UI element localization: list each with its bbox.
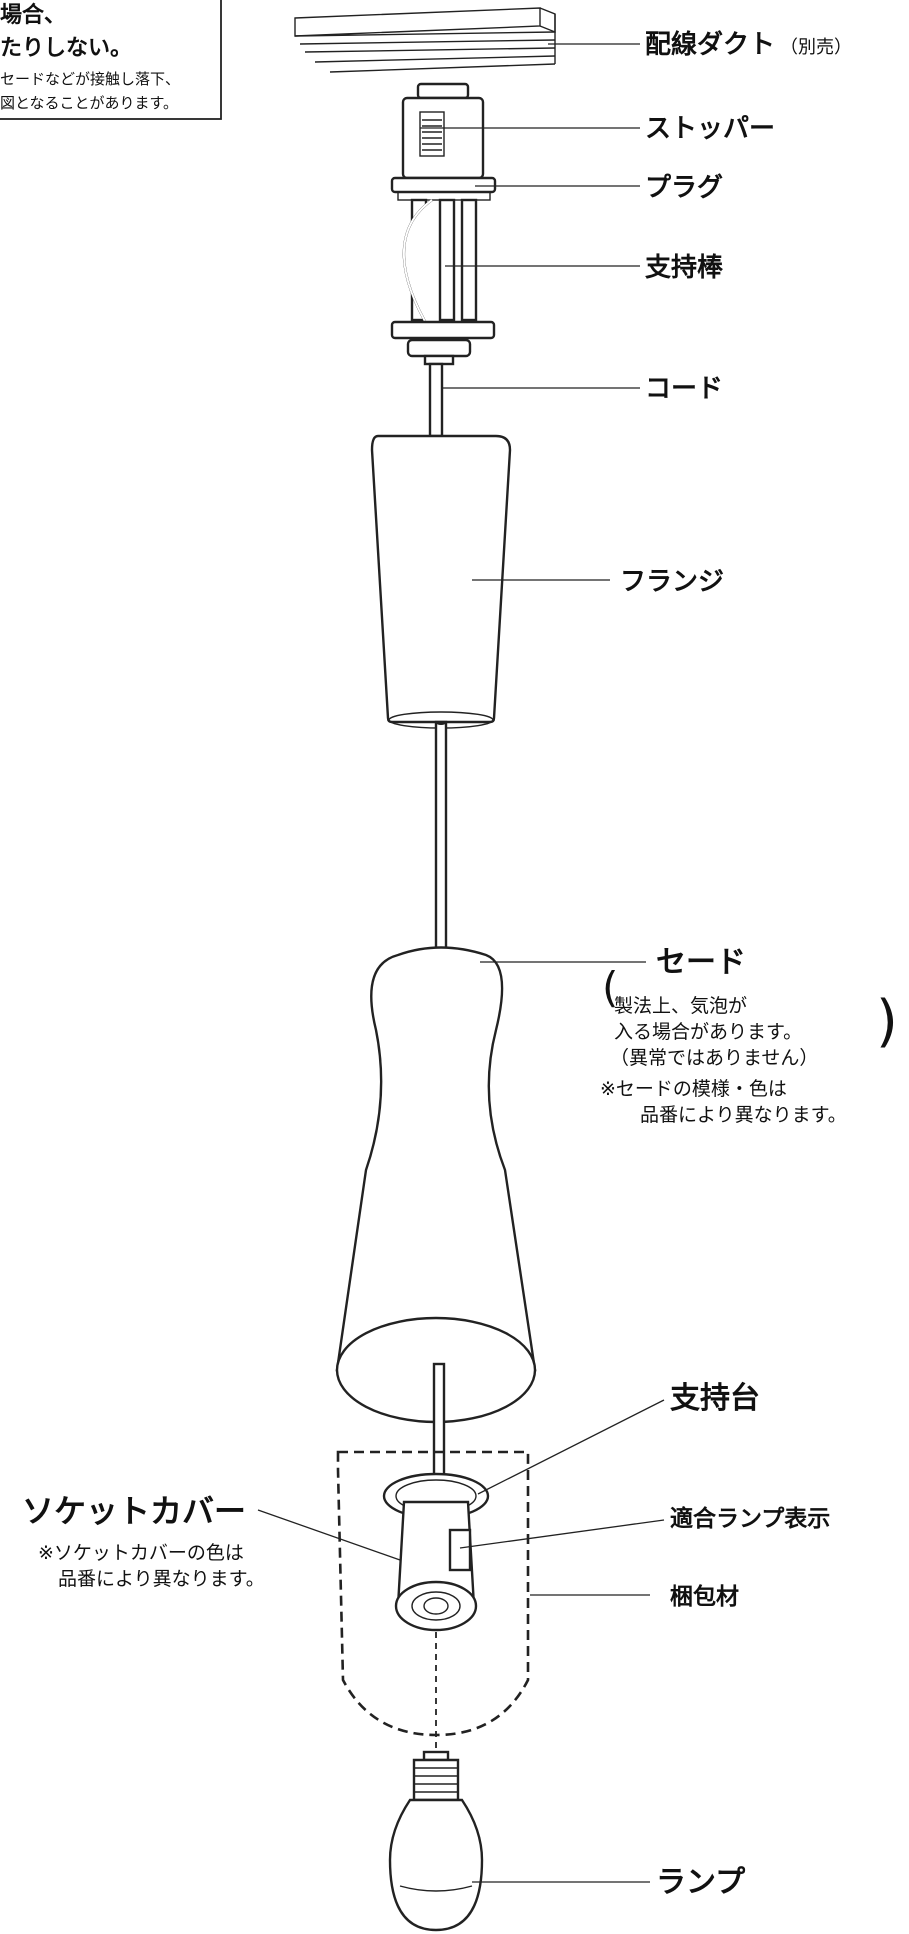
label-packing: 梱包材	[670, 1583, 739, 1610]
label-shade: セード	[656, 945, 746, 980]
paren-close: )	[876, 989, 898, 1054]
labels: 配線ダクト （別売） ストッパー プラグ 支持棒 コード フランジ セード ( …	[22, 29, 898, 1900]
warning-line-3: セードなどが接触し落下、	[0, 70, 180, 88]
leader-lines	[257, 43, 665, 1883]
shade-note-2: 入る場合があります。	[614, 1021, 802, 1043]
wiring-duct	[294, 7, 556, 73]
warning-box: 場合、 たりしない。 セードなどが接触し落下、 図となることがあります。	[0, 0, 222, 120]
label-lamp-indicator: 適合ランプ表示	[670, 1505, 830, 1532]
warning-line-1: 場合、	[0, 2, 66, 28]
label-lamp: ランプ	[656, 1865, 746, 1900]
shade-note-1: 製法上、気泡が	[614, 995, 747, 1017]
warning-line-4: 図となることがあります。	[0, 94, 178, 112]
label-support-base: 支持台	[670, 1381, 760, 1416]
long-cord	[434, 720, 448, 960]
label-flange: フランジ	[620, 567, 724, 597]
paren-open: (	[602, 963, 618, 1012]
label-cord: コード	[645, 374, 723, 404]
shade-note-3: （異常ではありません）	[610, 1047, 818, 1069]
packing-outline	[336, 1450, 530, 1737]
cord	[428, 362, 444, 438]
leader-support-base	[477, 1399, 665, 1495]
label-socket-cover: ソケットカバー	[22, 1492, 246, 1530]
label-support-rod: 支持棒	[645, 253, 724, 283]
label-duct-note: （別売）	[780, 37, 852, 58]
shade-color-note-1: ※セードの模様・色は	[600, 1078, 787, 1100]
socket-cover	[382, 1472, 490, 1632]
support-rods	[390, 198, 496, 366]
shade	[335, 946, 537, 1488]
warning-line-2: たりしない。	[0, 36, 132, 61]
label-duct: 配線ダクト	[645, 29, 775, 60]
label-stopper: ストッパー	[645, 114, 775, 144]
label-plug: プラグ	[645, 173, 723, 203]
leader-lamp-indicator	[459, 1519, 665, 1549]
flange	[370, 434, 512, 729]
lamp	[388, 1750, 484, 1932]
leader-socket-cover	[257, 1509, 401, 1561]
socket-cover-note-2: 品番により異なります。	[58, 1568, 265, 1590]
shade-color-note-2: 品番により異なります。	[640, 1104, 847, 1126]
socket-cover-note-1: ※ソケットカバーの色は	[38, 1542, 244, 1564]
plug-assembly	[390, 82, 497, 201]
